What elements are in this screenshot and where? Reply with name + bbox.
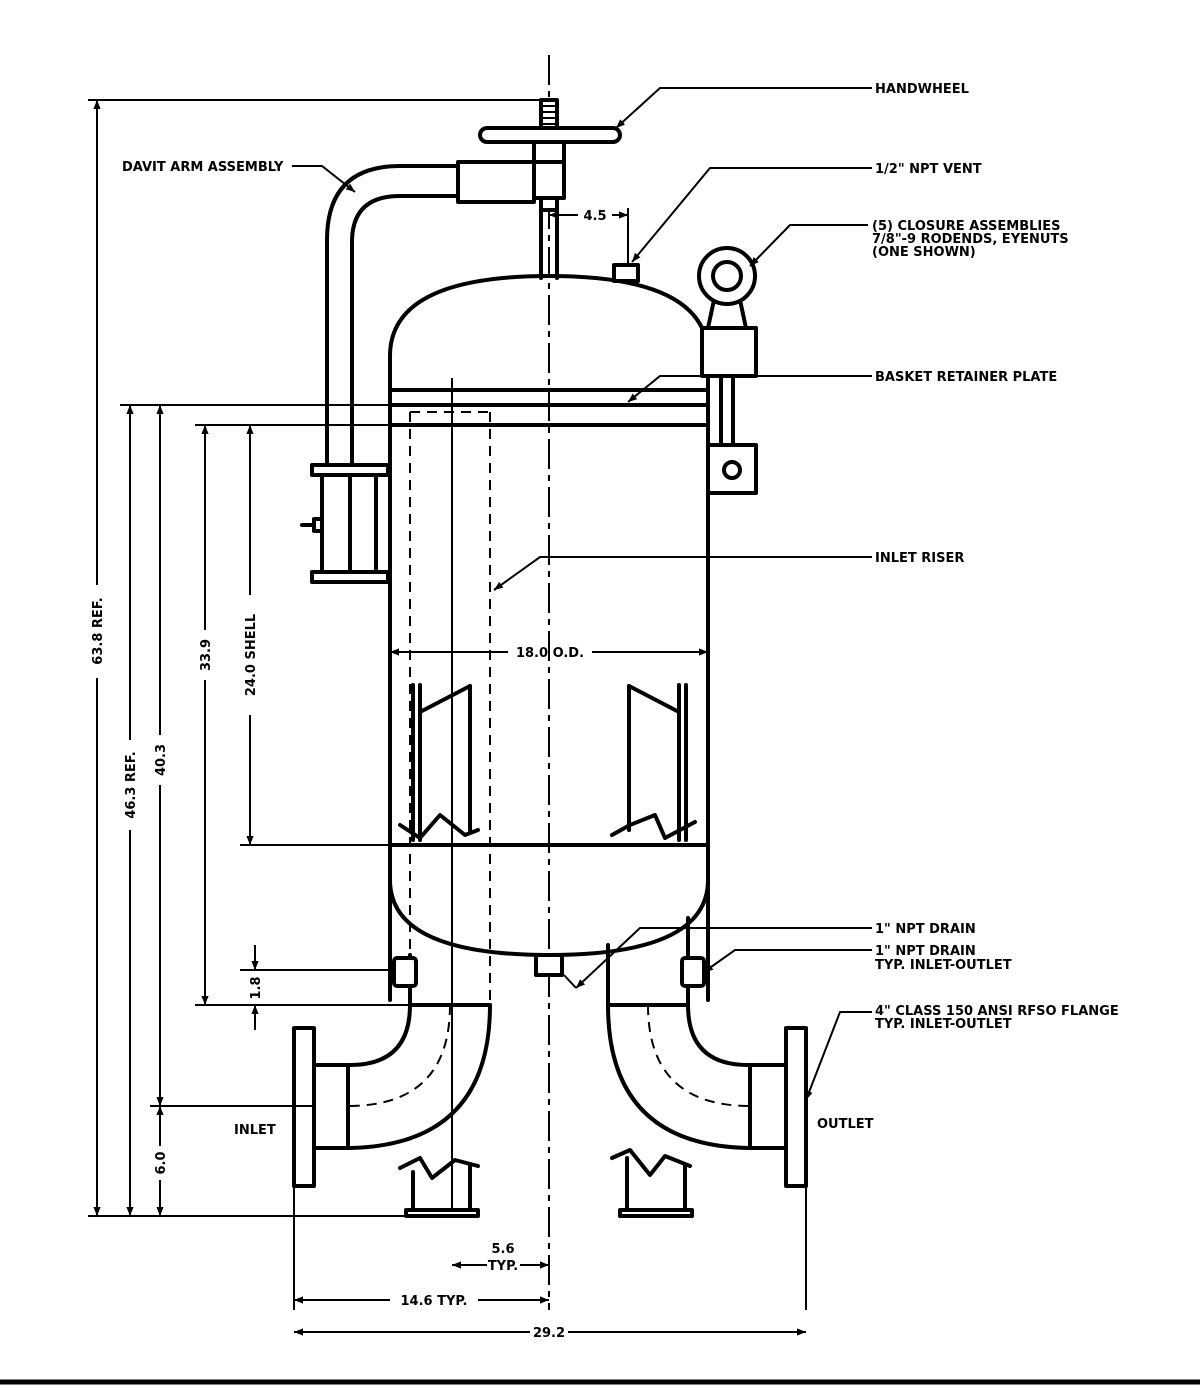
label-closure-line-2: 7/8"-9 RODENDS, EYENUTS bbox=[872, 232, 1069, 247]
label-handwheel: HANDWHEEL bbox=[875, 82, 969, 97]
dim-height-40: 40.3 bbox=[154, 744, 169, 776]
dim-full-width: 29.2 bbox=[533, 1326, 565, 1341]
dim-riser-offset: 5.6 bbox=[491, 1242, 514, 1257]
inlet-riser bbox=[409, 378, 491, 1218]
dim-offset-45: 4.5 bbox=[583, 209, 606, 224]
handwheel-assembly bbox=[478, 98, 622, 280]
label-drain-typ-2: TYP. INLET-OUTLET bbox=[875, 958, 1012, 973]
label-closure-line-1: (5) CLOSURE ASSEMBLIES bbox=[872, 219, 1061, 234]
label-vent: 1/2" NPT VENT bbox=[875, 162, 982, 177]
dimension-lines bbox=[93, 100, 806, 1336]
label-retainer-plate: BASKET RETAINER PLATE bbox=[875, 370, 1057, 385]
support-legs bbox=[398, 1148, 694, 1218]
inlet-nozzle bbox=[292, 953, 492, 1188]
label-outlet: OUTLET bbox=[817, 1117, 874, 1132]
label-flange-2: TYP. INLET-OUTLET bbox=[875, 1017, 1012, 1032]
dim-overall-height: 63.8 REF. bbox=[91, 597, 106, 664]
label-inlet: INLET bbox=[234, 1123, 276, 1138]
dim-height-33: 33.9 bbox=[199, 639, 214, 671]
vessel-shell bbox=[388, 263, 710, 1002]
label-drain: 1" NPT DRAIN bbox=[875, 922, 976, 937]
leader-lines bbox=[292, 87, 872, 1101]
label-davit-arm: DAVIT ARM ASSEMBLY bbox=[122, 160, 284, 175]
davit-arm bbox=[300, 160, 536, 584]
label-closure-line-3: (ONE SHOWN) bbox=[872, 245, 976, 260]
dim-drain-18: 1.8 bbox=[249, 976, 264, 999]
closure-assembly bbox=[697, 246, 758, 495]
label-flange-1: 4" CLASS 150 ANSI RFSO FLANGE bbox=[875, 1004, 1119, 1019]
dim-od: 18.0 O.D. bbox=[516, 646, 584, 661]
dim-height-ref: 46.3 REF. bbox=[124, 751, 139, 818]
extension-lines bbox=[88, 99, 807, 1310]
basket-cutaway bbox=[398, 683, 697, 842]
dim-shell: 24.0 SHELL bbox=[244, 614, 259, 696]
dim-riser-offset-typ: TYP. bbox=[488, 1259, 518, 1274]
label-drain-typ-1: 1" NPT DRAIN bbox=[875, 944, 976, 959]
label-inlet-riser: INLET RISER bbox=[875, 551, 964, 566]
dim-half-width: 14.6 TYP. bbox=[401, 1294, 468, 1309]
outlet-nozzle bbox=[606, 916, 808, 1188]
dim-bottom-60: 6.0 bbox=[154, 1151, 169, 1174]
